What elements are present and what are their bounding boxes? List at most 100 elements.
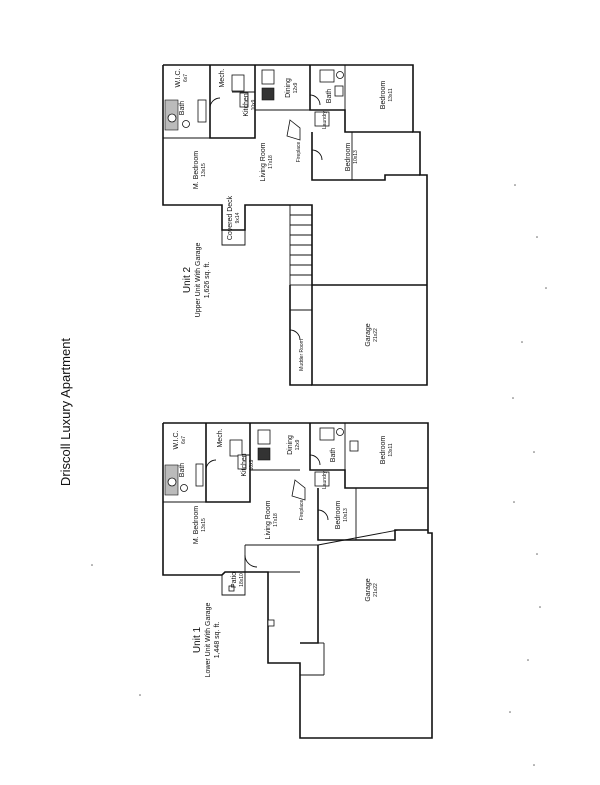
unit2-bath-label: Bath xyxy=(179,101,186,116)
unit1-door-swing xyxy=(205,459,217,471)
unit1-laundry-label: Laundry xyxy=(322,470,328,489)
unit1-counter-icon xyxy=(229,439,243,457)
unit1-patio-size: 18x10 xyxy=(239,573,245,587)
unit1-bedroom-mid-label: Bedroom xyxy=(335,501,342,530)
unit2-covered-deck-label: Covered Deck xyxy=(227,195,234,240)
unit2-living-room-size: 17x18 xyxy=(268,155,274,169)
unit1-bedroom-right-label: Bedroom xyxy=(380,436,387,465)
unit1-inner-wall xyxy=(205,423,251,503)
unit1-washer-icon xyxy=(314,471,330,487)
unit1-patio-outline xyxy=(221,575,246,596)
unit2-counter-icon xyxy=(231,74,245,92)
unit2-caption-area: 1,626 sq. ft. xyxy=(204,262,211,299)
unit1-door-swing xyxy=(317,509,329,521)
unit2-bedroom-mid-label: Bedroom xyxy=(345,143,352,172)
unit2-toilet-icon xyxy=(336,71,344,79)
unit1-caption-type: Lower Unit With Garage xyxy=(205,603,212,678)
unit2-living-room-label: Living Room xyxy=(260,142,267,181)
unit1-dining-size: 12x9 xyxy=(295,439,301,450)
unit2-dining-label: Dining xyxy=(285,78,292,98)
unit2-deck-outline xyxy=(221,230,246,246)
unit1-door-swing xyxy=(309,454,321,466)
unit1-sink-icon xyxy=(167,477,177,487)
unit2-washer-icon xyxy=(314,111,330,127)
unit1-dining-label: Dining xyxy=(287,435,294,455)
unit2-wic-size: 6x7 xyxy=(183,74,189,82)
unit1-fireplace-icon xyxy=(291,479,306,501)
unit2-sink-icon xyxy=(319,69,335,83)
unit2-toilet-icon xyxy=(182,120,190,128)
unit2-bedroom-right-size: 13x11 xyxy=(388,88,394,101)
unit1-master-bedroom-size: 13x15 xyxy=(201,518,207,532)
unit1-fireplace-label: Fireplace xyxy=(299,500,305,521)
unit1-living-room-label: Living Room xyxy=(265,500,272,539)
unit2-wic-label: W.I.C. xyxy=(175,68,182,87)
unit2-inner-wall xyxy=(209,65,256,139)
unit2-covered-deck-size: 9x14 xyxy=(235,212,241,223)
unit2-bath2-label: Bath xyxy=(326,89,333,104)
unit1-sink-icon xyxy=(319,427,335,441)
unit2-range-icon xyxy=(261,87,275,101)
unit2-master-bedroom-size: 13x15 xyxy=(201,163,207,177)
unit2-caption-type: Upper Unit With Garage xyxy=(195,243,202,318)
unit2-door-swing xyxy=(289,329,301,341)
unit2-bedroom-right-label: Bedroom xyxy=(380,81,387,110)
unit2-garage-size: 21x22 xyxy=(373,328,379,342)
unit2-caption-name: Unit 2 xyxy=(182,267,193,294)
unit1-door-swing xyxy=(244,554,258,568)
unit1-bedroom-right-size: 13x11 xyxy=(388,443,394,456)
unit1-caption-area: 1,448 sq. ft. xyxy=(214,622,221,659)
unit1-mech-label: Mech. xyxy=(217,428,224,447)
unit2-inner-wall xyxy=(311,132,420,181)
unit1-post xyxy=(228,585,235,592)
unit1-garage-label: Garage xyxy=(365,578,372,601)
unit2-door-swing xyxy=(311,149,323,161)
unit1-caption-name: Unit 1 xyxy=(192,627,203,654)
unit1-counter-icon xyxy=(195,463,204,487)
unit2-counter-icon xyxy=(197,99,207,123)
unit1-patio-label: Patio xyxy=(231,572,238,588)
unit2-sink-icon xyxy=(167,113,177,123)
unit2-fireplace-icon xyxy=(286,119,301,141)
unit1-toilet-icon xyxy=(336,428,344,436)
unit2-kitchen-label: Kitchen xyxy=(243,93,250,116)
unit1-toilet-icon xyxy=(180,484,188,492)
unit2-fireplace-label: Fireplace xyxy=(296,142,302,163)
unit2-master-bedroom-label: M. Bedroom xyxy=(193,151,200,189)
unit1-kitchen-label: Kitchen xyxy=(241,453,248,476)
unit1-wic-label: W.I.C. xyxy=(173,430,180,449)
unit1-living-room-size: 17x18 xyxy=(273,513,279,527)
unit1-bath-label: Bath xyxy=(179,463,186,478)
unit2-garage-label: Garage xyxy=(365,323,372,346)
unit2-mech-label: Mech. xyxy=(219,68,226,87)
unit1-bedroom-mid-size: 10x13 xyxy=(343,508,349,522)
unit2-mudroom-wall xyxy=(289,285,312,386)
unit1-vanity-icon xyxy=(349,440,359,452)
unit2-kitchen-size: 10x9 xyxy=(251,99,257,110)
unit2-door-swing xyxy=(309,94,321,106)
unit2-bedroom-mid-size: 10x13 xyxy=(353,150,359,164)
unit1-wic-size: 6x7 xyxy=(181,436,187,444)
unit1-range-icon xyxy=(257,447,271,461)
unit1-garage-wall xyxy=(300,545,319,644)
unit1-master-bedroom-label: M. Bedroom xyxy=(193,506,200,544)
page-title: Driscoll Luxury Apartment xyxy=(58,338,73,486)
unit1-bath2-label: Bath xyxy=(330,448,337,463)
unit1-post xyxy=(267,619,275,627)
unit2-door-swing xyxy=(209,97,221,109)
unit2-sink-icon xyxy=(261,69,275,85)
unit2-dining-size: 12x9 xyxy=(293,82,299,93)
unit2-stair-treads xyxy=(290,214,312,276)
unit2-vanity-icon xyxy=(334,85,344,97)
scan-specks xyxy=(91,184,547,766)
unit1-garage-wall xyxy=(317,529,399,546)
unit2-mudroom-label: Mudder Room xyxy=(299,339,305,371)
unit2-laundry-label: Laundry xyxy=(322,110,328,129)
unit1-fridge-icon xyxy=(237,454,247,470)
unit1-kitchen-size: 10x9 xyxy=(249,459,255,470)
unit1-inner-wall xyxy=(317,488,428,541)
unit1-sink-icon xyxy=(257,429,271,445)
